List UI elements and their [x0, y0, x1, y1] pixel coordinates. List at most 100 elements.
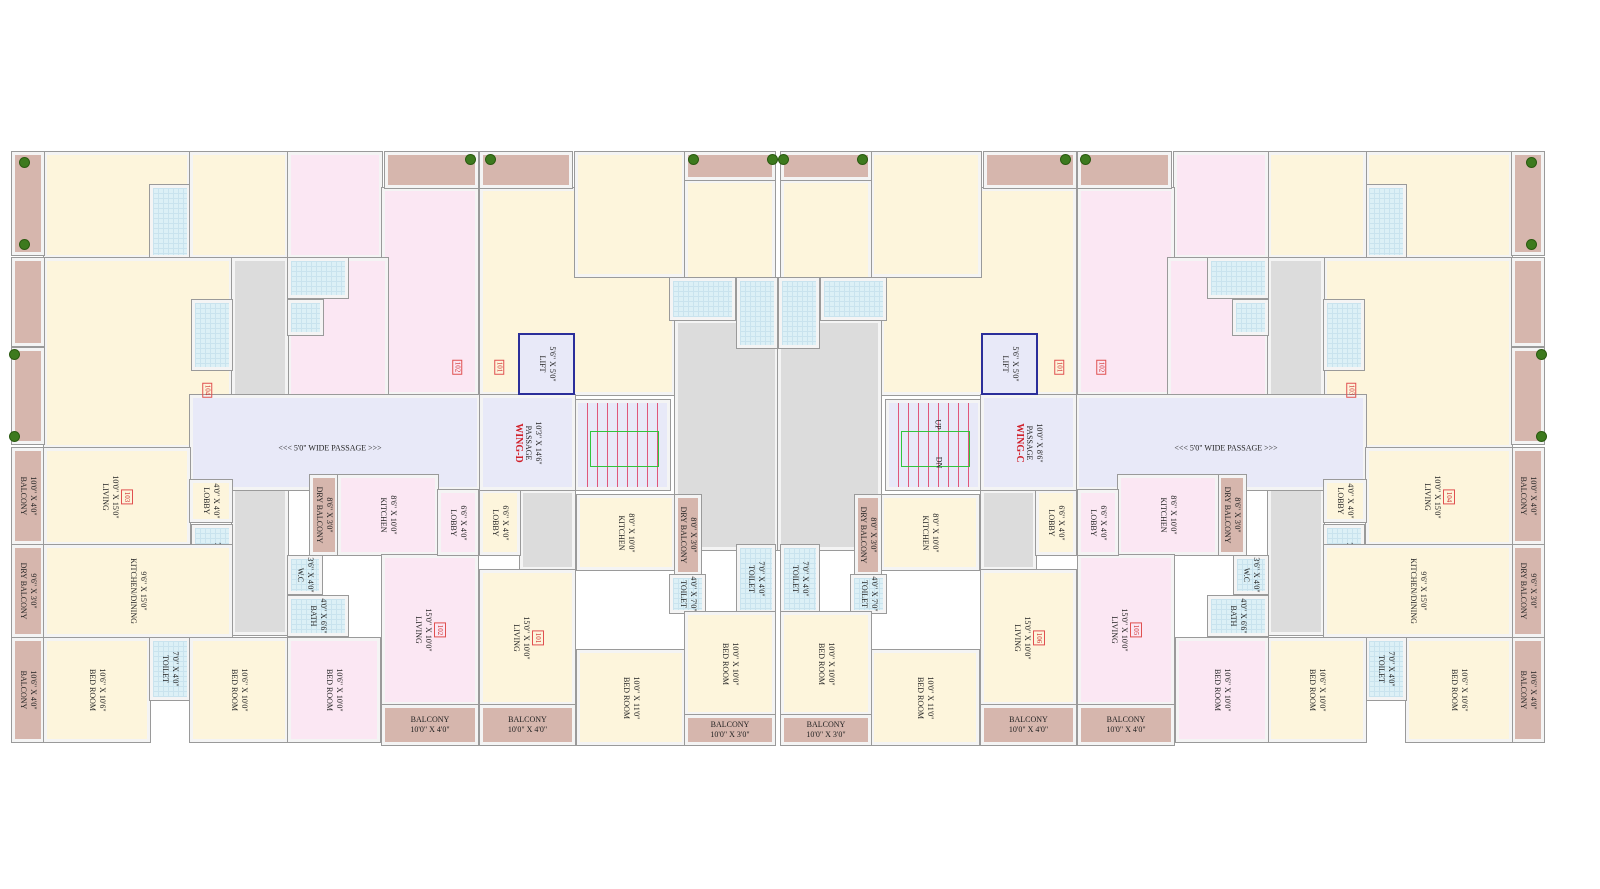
- room-label: 10'0" X 4'0"BALCONY: [410, 715, 449, 735]
- room-label: 10'0" X 4'0"BALCONY: [1009, 715, 1048, 735]
- room-name: KITCHEN: [617, 514, 626, 551]
- floor-area: [574, 151, 686, 278]
- floor-area: [1511, 151, 1545, 256]
- unit-number-tag: 106: [1032, 630, 1045, 645]
- room-name: LIFT: [1000, 355, 1010, 373]
- floor-area: [1173, 151, 1269, 259]
- room-name: BALCONY: [1009, 715, 1048, 724]
- room-size: 9'6" X 3'0": [29, 573, 38, 609]
- plant-icon: [10, 350, 19, 359]
- wing-title: WING-D: [512, 422, 524, 463]
- floor-area: [820, 277, 887, 321]
- floor-area: [149, 184, 191, 259]
- room-name: BALCONY: [1106, 715, 1146, 724]
- floor-area: [870, 151, 982, 278]
- room-name: DRY BALCONY: [315, 486, 324, 544]
- unit-number-tag: 101: [494, 359, 505, 375]
- room-name: BALCONY: [806, 720, 846, 729]
- room-name: LOBBY: [1089, 508, 1098, 537]
- room-balcony: 10'0" X 4'0"BALCONY: [1077, 704, 1175, 746]
- room-size: 8'6" X 3'0": [325, 497, 334, 533]
- unit-number-tag: 102: [452, 359, 463, 375]
- stair-up-label: UP: [933, 419, 943, 430]
- floor-area: [191, 299, 233, 371]
- floor-area: [11, 151, 45, 256]
- stair-direction-arrow: [901, 431, 970, 467]
- plant-icon: [1537, 432, 1546, 441]
- room-name: PASSAGE: [1024, 425, 1034, 460]
- room-size: 6'6" X 4'0": [1057, 504, 1066, 541]
- room-name: PASSAGE: [523, 425, 533, 460]
- room-name: BALCONY: [710, 720, 750, 729]
- floor-area: [980, 489, 1037, 571]
- room-size: 5'6" X 5'0": [547, 346, 557, 382]
- plant-icon: [1537, 350, 1546, 359]
- plant-icon: [20, 240, 29, 249]
- room-size: 9'6" X 3'0": [1529, 573, 1538, 609]
- room-name: BED ROOM: [721, 642, 730, 685]
- floor-area: [1077, 187, 1175, 396]
- room-name: LIVING: [511, 623, 521, 652]
- floor-area: [11, 347, 45, 445]
- room-name: LOBBY: [202, 487, 211, 515]
- floor-area: [189, 394, 481, 491]
- room-name: BED ROOM: [230, 668, 239, 712]
- room-name: BED ROOM: [622, 676, 631, 719]
- room-label: 10'0" X 4'0"BALCONY: [1106, 715, 1145, 735]
- room-size: 15'0" X 10'0": [424, 608, 433, 652]
- floor-area: [519, 489, 576, 571]
- unit-number-tag: 104: [1443, 489, 1455, 504]
- room-size: 10'3" X 14'6": [533, 420, 543, 465]
- room-label: 10'0" X 3'0"BALCONY: [710, 720, 749, 740]
- plant-icon: [1081, 155, 1090, 164]
- room-balcony: 10'0" X 4'0"BALCONY: [980, 704, 1077, 746]
- room-size: 8'0" X 10'0": [627, 512, 636, 553]
- room-size: 10'0" X 10'0": [731, 641, 740, 686]
- room-size: 10'0" X 11'0": [632, 676, 641, 719]
- room-size: 10'0" X 4'0": [507, 725, 548, 734]
- room-size: 4'0" X 4'0": [1346, 483, 1355, 519]
- room-name: BATH: [309, 605, 318, 627]
- floor-area: [1267, 474, 1325, 636]
- room-size: 10'0" X 4'0": [1008, 725, 1049, 734]
- room-name: TOILET: [791, 565, 800, 593]
- floor-area: [1207, 257, 1269, 299]
